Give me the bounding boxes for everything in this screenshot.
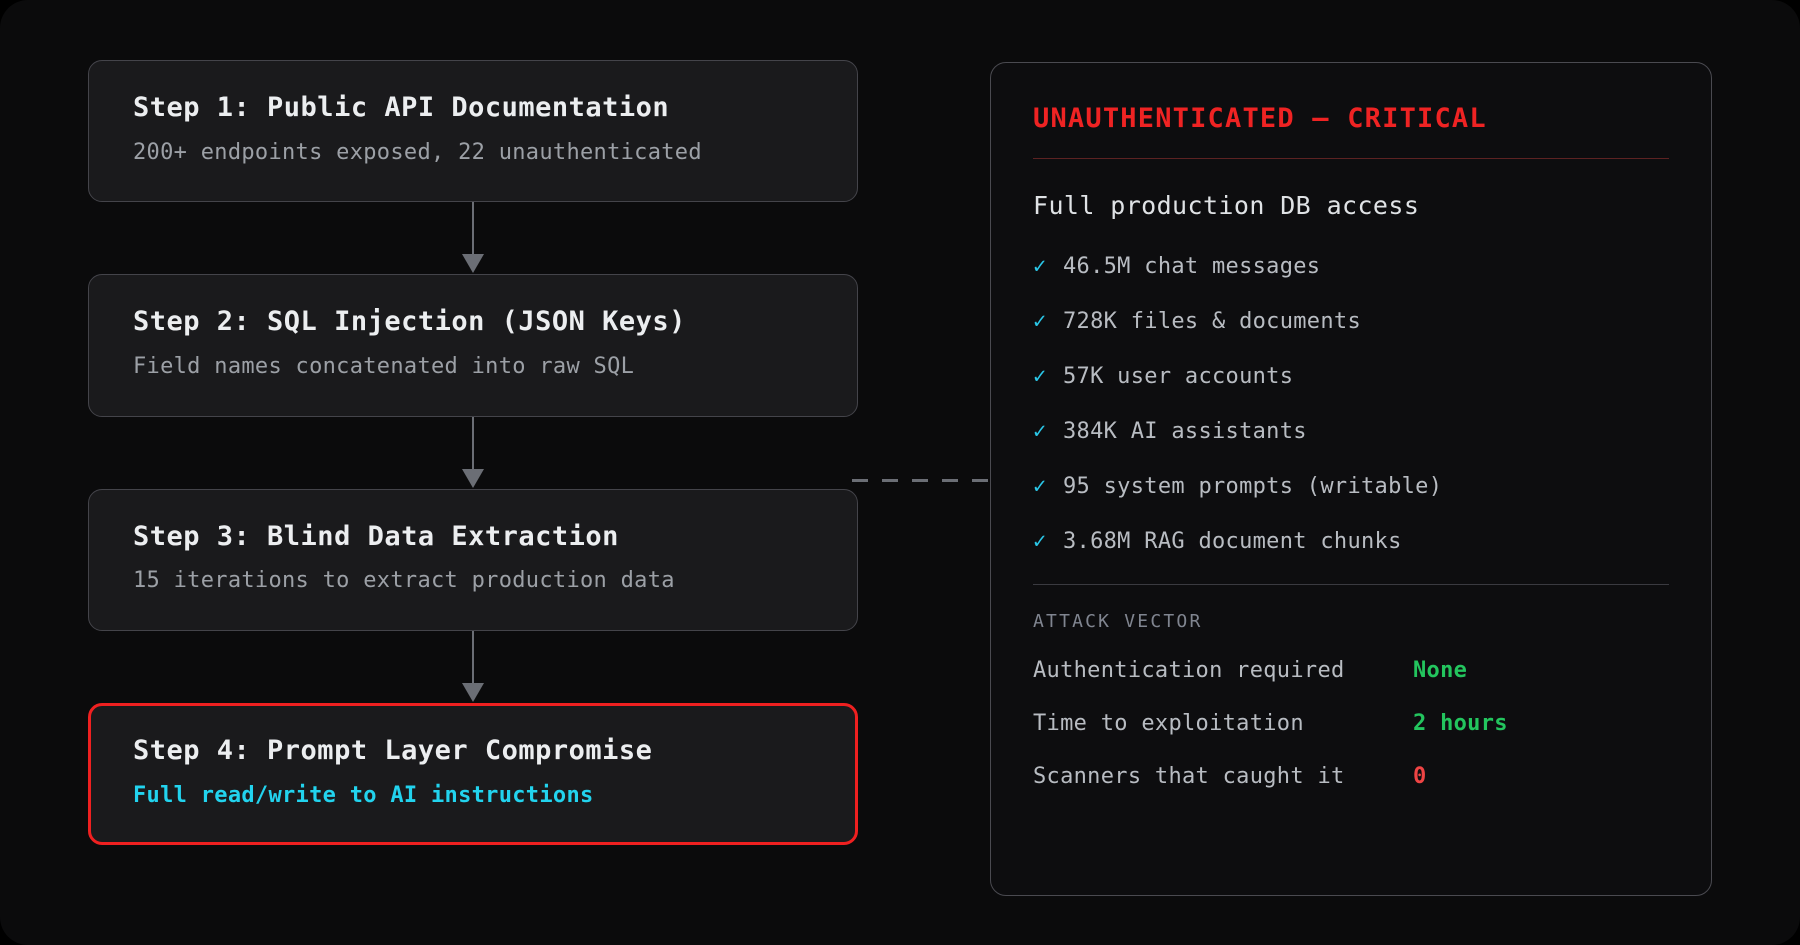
step-subtitle: Full read/write to AI instructions (133, 782, 594, 808)
check-icon: ✓ (1033, 254, 1047, 279)
check-icon: ✓ (1033, 309, 1047, 334)
panel-title-rule (1033, 158, 1669, 159)
list-item-label: 728K files & documents (1063, 309, 1361, 334)
step-card-1[interactable]: Step 1: Public API Documentation 200+ en… (88, 60, 858, 203)
section-label-attack-vector: ATTACK VECTOR (1033, 611, 1203, 632)
list-item: ✓ 728K files & documents (1033, 309, 1669, 334)
attack-vector-stats: Authentication required None Time to exp… (1033, 658, 1669, 789)
step-title: Step 2: SQL Injection (JSON Keys) (133, 306, 686, 338)
stat-row: Authentication required None (1033, 658, 1669, 683)
list-item-label: 46.5M chat messages (1063, 254, 1321, 279)
stat-label: Authentication required (1033, 658, 1345, 683)
list-item: ✓ 57K user accounts (1033, 364, 1669, 389)
flow-arrow-3-to-4 (88, 631, 858, 703)
step-card-2[interactable]: Step 2: SQL Injection (JSON Keys) Field … (88, 274, 858, 417)
arrow-line (472, 631, 474, 688)
list-item-label: 384K AI assistants (1063, 419, 1307, 444)
list-item-label: 95 system prompts (writable) (1063, 474, 1443, 499)
step-title: Step 1: Public API Documentation (133, 92, 670, 123)
step-card-4-critical[interactable]: Step 4: Prompt Layer Compromise Full rea… (88, 703, 858, 846)
panel-subheading: Full production DB access (1033, 191, 1420, 220)
dashed-connector (852, 479, 992, 482)
list-item: ✓ 3.68M RAG document chunks (1033, 529, 1669, 554)
stat-value: None (1413, 658, 1468, 683)
list-item: ✓ 384K AI assistants (1033, 419, 1669, 444)
step-subtitle: 200+ endpoints exposed, 22 unauthenticat… (133, 139, 702, 165)
stat-label: Time to exploitation (1033, 711, 1304, 736)
flow-arrow-2-to-3 (88, 416, 858, 489)
list-item-label: 57K user accounts (1063, 364, 1294, 389)
list-item: ✓ 46.5M chat messages (1033, 254, 1669, 279)
impact-panel: UNAUTHENTICATED — CRITICAL Full producti… (990, 62, 1712, 896)
impact-checklist: ✓ 46.5M chat messages ✓ 728K files & doc… (1033, 254, 1669, 554)
panel-title: UNAUTHENTICATED — CRITICAL (1033, 103, 1487, 134)
arrow-line (472, 202, 474, 259)
stat-row: Scanners that caught it 0 (1033, 764, 1669, 789)
arrow-line (472, 416, 474, 473)
stat-value: 0 (1413, 764, 1427, 789)
step-subtitle: Field names concatenated into raw SQL (133, 354, 635, 380)
attack-chain-flow: Step 1: Public API Documentation 200+ en… (88, 60, 858, 846)
check-icon: ✓ (1033, 474, 1047, 499)
arrow-head-icon (462, 468, 484, 488)
stat-label: Scanners that caught it (1033, 764, 1345, 789)
stat-row: Time to exploitation 2 hours (1033, 711, 1669, 736)
step-title: Step 3: Blind Data Extraction (133, 520, 619, 552)
check-icon: ✓ (1033, 419, 1047, 444)
list-item: ✓ 95 system prompts (writable) (1033, 474, 1669, 499)
panel-divider (1033, 584, 1669, 585)
arrow-head-icon (462, 683, 484, 703)
stat-value: 2 hours (1413, 711, 1508, 736)
list-item-label: 3.68M RAG document chunks (1063, 529, 1402, 554)
check-icon: ✓ (1033, 529, 1047, 554)
flow-arrow-1-to-2 (88, 202, 858, 274)
step-card-3[interactable]: Step 3: Blind Data Extraction 15 iterati… (88, 488, 858, 632)
step-subtitle: 15 iterations to extract production data (133, 568, 675, 594)
arrow-head-icon (462, 254, 484, 274)
step-title: Step 4: Prompt Layer Compromise (133, 735, 653, 767)
check-icon: ✓ (1033, 364, 1047, 389)
